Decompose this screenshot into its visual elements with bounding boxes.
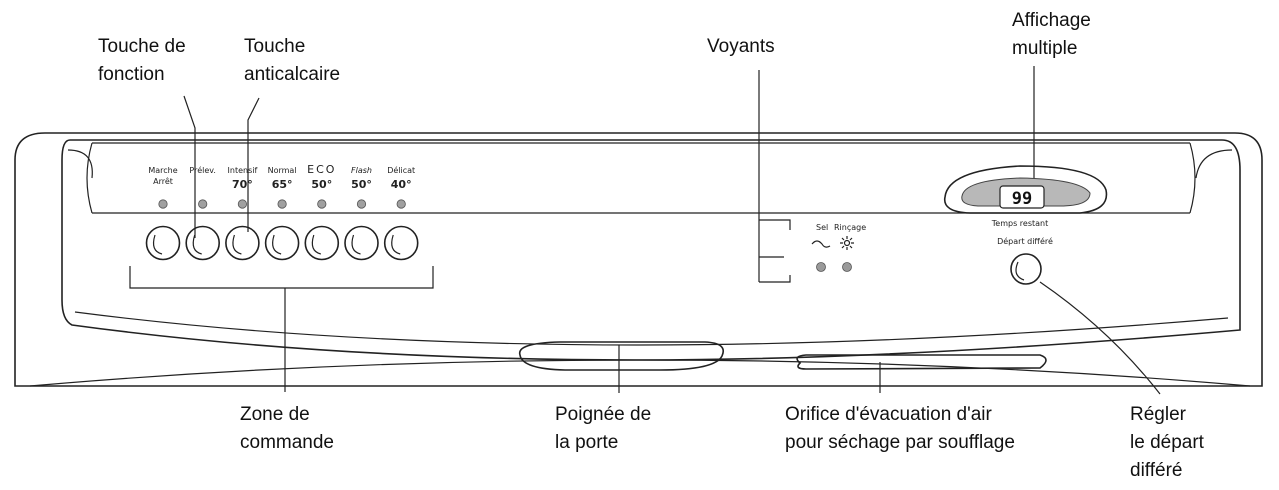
program-column: ECO 50° — [304, 163, 340, 261]
rinse-indicator-led — [842, 262, 852, 272]
program-temperature: 50° — [311, 178, 332, 191]
program-button[interactable] — [185, 225, 220, 261]
program-label: Normal — [268, 166, 297, 175]
program-temperature: 40° — [391, 178, 412, 191]
callout-control-zone-line1: Zone de — [240, 404, 310, 425]
callout-control-zone: Zone de commande — [240, 404, 334, 453]
callout-display-line2: multiple — [1012, 38, 1077, 59]
panel-body — [14, 132, 1263, 387]
program-label: ECO — [307, 163, 336, 176]
program-column: Délicat 40° — [383, 165, 419, 261]
callout-anticalc-key-line1: Touche — [244, 36, 305, 57]
program-label-secondary: Arrêt — [153, 176, 173, 186]
program-column: Intensif 70° — [225, 166, 260, 261]
callout-indicators: Voyants — [707, 36, 775, 57]
salt-indicator-led — [816, 262, 826, 272]
program-button[interactable] — [145, 225, 181, 261]
program-button[interactable] — [225, 225, 260, 261]
callout-function-key-line2: fonction — [98, 64, 165, 85]
program-led — [158, 199, 168, 209]
program-led — [277, 199, 287, 209]
indicator-lights: Sel Rinçage — [811, 223, 866, 272]
callout-display-line1: Affichage — [1012, 10, 1091, 31]
program-label: Délicat — [387, 165, 415, 175]
delay-start-button[interactable] — [1010, 253, 1042, 285]
program-column: Flash 50° — [344, 166, 379, 261]
callout-door-handle-line2: la porte — [555, 432, 618, 453]
callout-door-handle-line1: Poignée de — [555, 404, 651, 425]
program-column: Normal 65° — [264, 166, 300, 261]
multi-display: 99 Temps restant — [943, 165, 1108, 228]
callout-door-handle: Poignée de la porte — [555, 404, 656, 453]
salt-icon — [811, 240, 831, 248]
display-caption: Temps restant — [991, 219, 1048, 228]
program-label: Flash — [351, 166, 372, 175]
program-button[interactable] — [264, 225, 300, 261]
program-column: Prélev. — [185, 165, 220, 261]
program-label: Marche — [148, 166, 177, 175]
callout-delay-start-line1: Régler — [1130, 404, 1187, 425]
program-led — [396, 199, 406, 209]
callout-leaders — [129, 66, 1161, 395]
display-value: 99 — [1012, 189, 1032, 209]
indicator-label-rincage: Rinçage — [834, 223, 866, 232]
callout-delay-start-line3: différé — [1130, 460, 1182, 481]
program-temperature: 50° — [351, 178, 372, 191]
callout-delay-start-line2: le départ — [1130, 432, 1205, 453]
air-exhaust-vent — [796, 354, 1047, 370]
callout-function-key: Touche de fonction — [98, 36, 191, 85]
callout-display: Affichage multiple — [1012, 10, 1096, 59]
delay-start-control: Départ différé — [997, 236, 1053, 285]
program-led — [237, 199, 247, 209]
callout-air-vent: Orifice d'évacuation d'air pour séchage … — [785, 404, 1015, 453]
program-label: Intensif — [228, 166, 258, 175]
callout-function-key-line1: Touche de — [98, 36, 186, 57]
program-button[interactable] — [383, 225, 419, 261]
program-temperature: 70° — [232, 178, 253, 191]
callout-control-zone-line2: commande — [240, 432, 334, 453]
callout-delay-start: Régler le départ différé — [1130, 404, 1209, 481]
program-button[interactable] — [344, 225, 379, 261]
delay-start-label: Départ différé — [997, 236, 1053, 246]
program-led — [198, 199, 208, 209]
callout-anticalc-key: Touche anticalcaire — [244, 36, 340, 85]
callout-air-vent-line2: pour séchage par soufflage — [785, 432, 1015, 453]
door-handle[interactable] — [518, 341, 724, 371]
program-button[interactable] — [304, 225, 340, 261]
callout-labels: Touche de fonction Touche anticalcaire V… — [98, 10, 1209, 481]
program-led — [356, 199, 367, 209]
program-temperature: 65° — [272, 178, 293, 191]
callout-air-vent-line1: Orifice d'évacuation d'air — [785, 404, 993, 425]
program-led — [317, 199, 327, 209]
callout-anticalc-key-line2: anticalcaire — [244, 64, 340, 85]
rinse-aid-icon — [840, 236, 854, 250]
indicator-label-sel: Sel — [816, 223, 828, 232]
program-label: Prélev. — [189, 165, 216, 175]
